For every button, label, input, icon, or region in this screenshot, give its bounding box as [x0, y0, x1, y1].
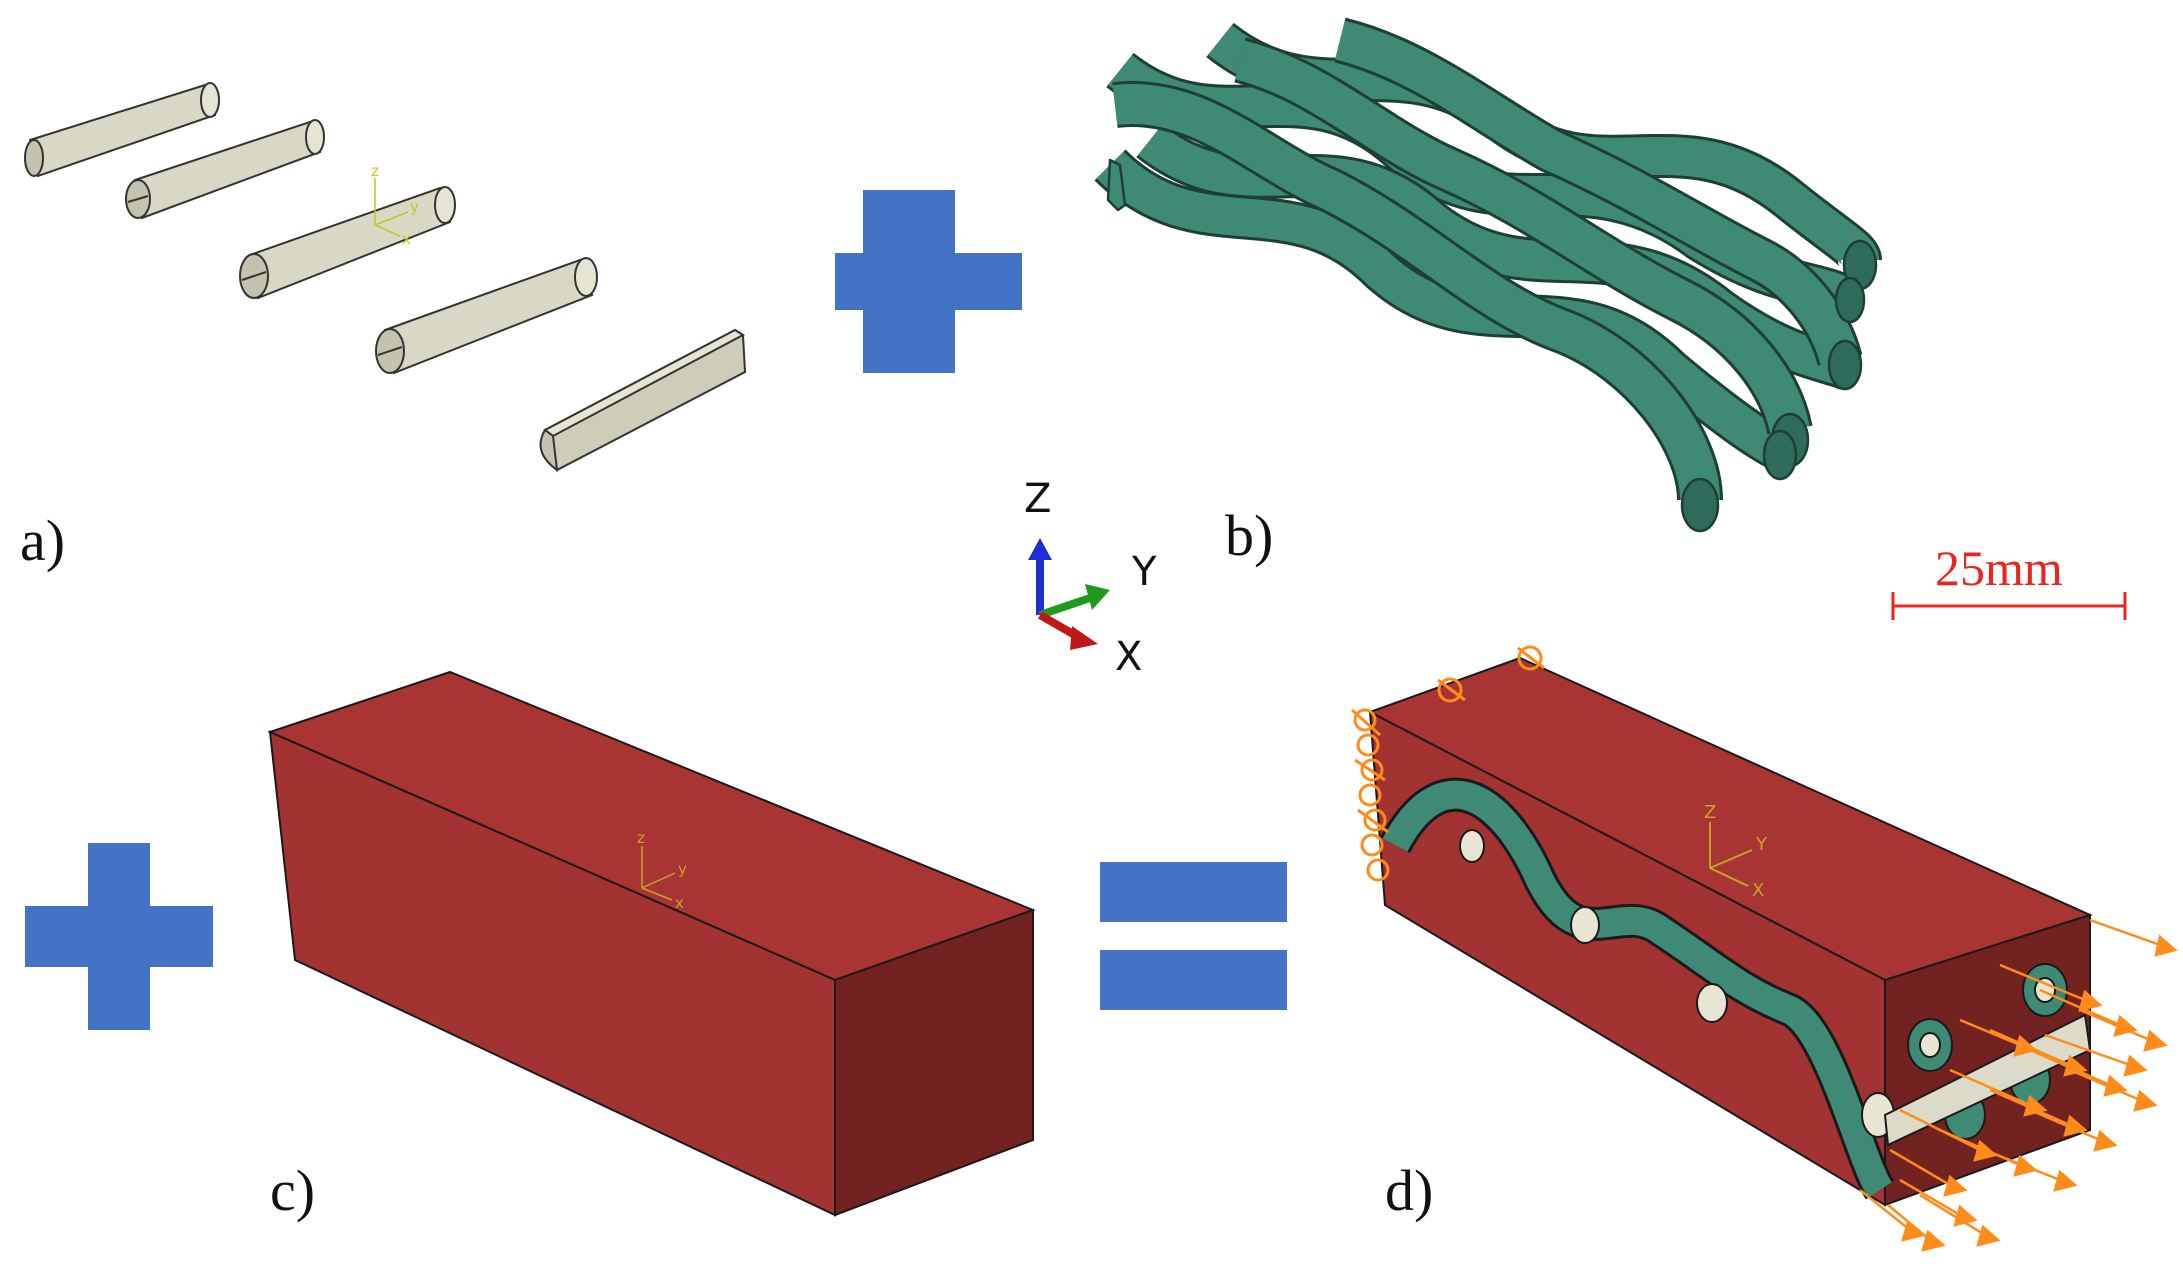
scale-bar: 25mm	[1891, 540, 2127, 620]
matrix-triad-z-label: z	[637, 829, 645, 847]
fiber-triad-z-label: z	[371, 162, 379, 180]
matrix-side-face	[834, 908, 1034, 1217]
fiber-triad-x-label: x	[402, 230, 411, 248]
load-arrows	[1859, 918, 2178, 1252]
global-axis-triad: Z Y X	[1024, 476, 1157, 680]
fiber-rod-2	[125, 119, 325, 220]
panel-label-c: c)	[270, 1158, 315, 1223]
boundary-condition-symbols	[1351, 645, 1545, 882]
panel-b-woven-yarns	[1094, 17, 1882, 533]
matrix-local-triad	[641, 846, 676, 901]
composite-local-triad	[1709, 822, 1753, 887]
global-axis-z-label: Z	[1024, 476, 1051, 522]
composite-triad-z-label: Z	[1704, 802, 1716, 823]
global-axis-y-label: Y	[1131, 549, 1157, 595]
matrix-triad-x-label: x	[675, 894, 684, 912]
scale-bar-label: 25mm	[1935, 540, 2063, 596]
fiber-rod-3: z y x	[239, 162, 456, 300]
fiber-triad-y-label: y	[410, 198, 419, 216]
panel-label-b: b)	[1225, 503, 1273, 568]
panel-d-composite-assembly: Z Y X	[1351, 645, 2178, 1252]
composite-triad-x-label: X	[1752, 880, 1764, 901]
equals-operator	[1100, 862, 1287, 1010]
matrix-triad-y-label: y	[678, 860, 687, 878]
fiber-rod-4	[375, 257, 598, 375]
plus-operator-top	[835, 190, 1022, 373]
fiber-local-triad	[374, 178, 409, 237]
plus-operator-bottom	[25, 843, 213, 1030]
panel-c-matrix-block: z y x	[267, 670, 1036, 1217]
fiber-half-rod-5	[539, 328, 747, 473]
global-axis-x-label: X	[1115, 634, 1142, 680]
panel-a-fibers: z y x	[24, 82, 747, 473]
composite-triad-y-label: Y	[1755, 834, 1768, 855]
panel-label-d: d)	[1385, 1158, 1433, 1223]
panel-label-a: a)	[20, 508, 65, 573]
fiber-rod-1	[24, 82, 220, 178]
